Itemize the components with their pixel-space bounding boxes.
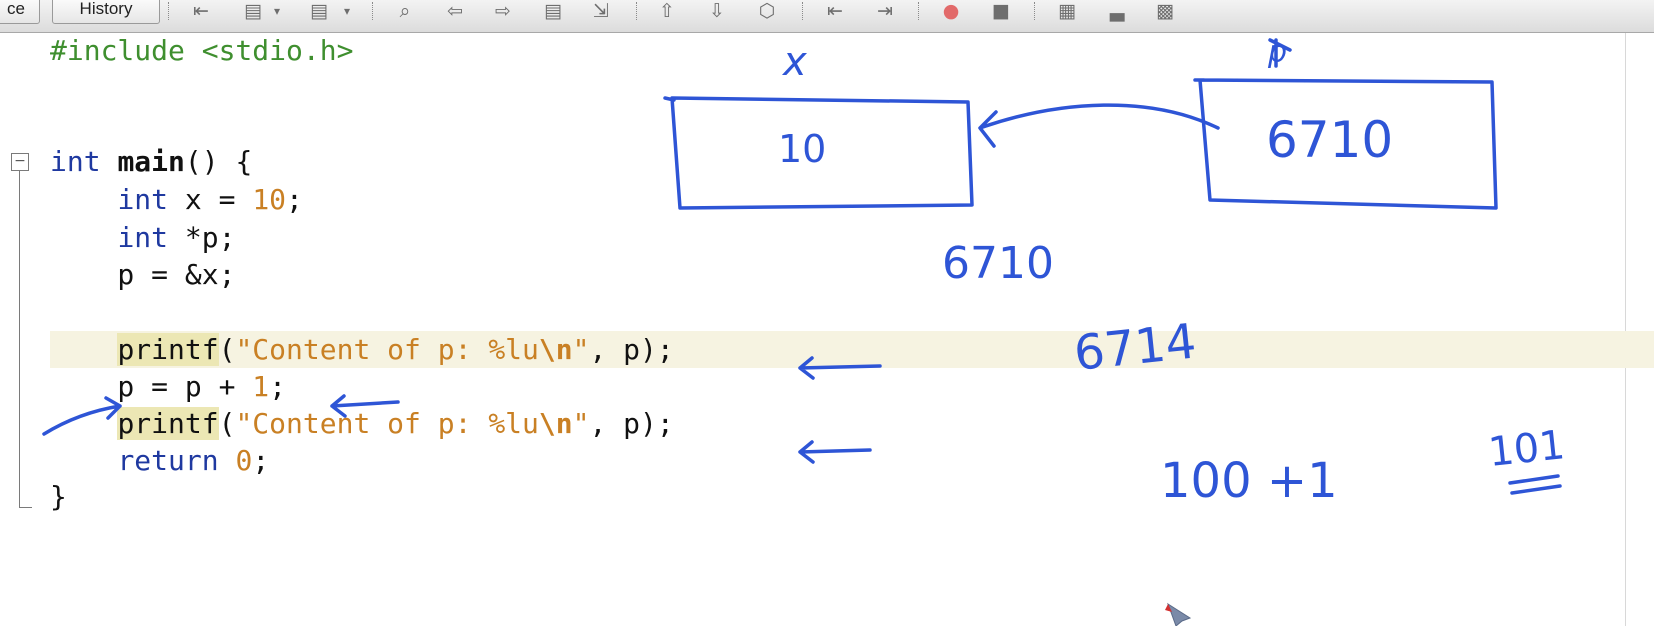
- code-token: int: [117, 183, 169, 216]
- box-p-value: 6710: [1266, 111, 1393, 169]
- memory-box-x: [663, 96, 974, 210]
- find-previous-icon[interactable]: ⇦: [447, 0, 463, 22]
- code-token: p = p +: [50, 370, 253, 403]
- result-underline: [1508, 474, 1562, 495]
- code-token: , p);: [589, 407, 674, 440]
- code-line-10: p = p + 1;: [50, 368, 286, 405]
- code-token: *p;: [168, 221, 236, 254]
- code-token: \n: [538, 407, 573, 440]
- code-token: 0: [235, 444, 253, 477]
- sum-note: 100 +1: [1160, 453, 1338, 509]
- code-token: "Content of p: %lu: [235, 407, 539, 440]
- fold-guide-end: [19, 507, 32, 508]
- toolbar-separator: [918, 2, 919, 20]
- toolbar-separator: [802, 2, 803, 20]
- code-token: }: [50, 480, 67, 513]
- code-line-13: }: [50, 478, 67, 515]
- code-token: \n: [538, 333, 573, 366]
- toolbar-separator: [168, 2, 169, 20]
- fold-toggle-icon[interactable]: −: [11, 153, 29, 171]
- code-line-6: int *p;: [50, 219, 235, 256]
- code-token: , p);: [589, 333, 674, 366]
- shift-right-icon[interactable]: ⇥: [877, 0, 893, 22]
- arrow-line-9: [798, 356, 882, 380]
- toggle-rect-select-icon[interactable]: ⇲: [593, 0, 609, 22]
- editor-toolbar: ce History ⇤ ▤ ▾ ▤ ▾ ⌕ ⇦ ⇨ ▤ ⇲ ⇧ ⇩ ⬡ ⇤ ⇥…: [0, 0, 1654, 33]
- mouse-cursor-icon: [1165, 602, 1192, 626]
- tab-history[interactable]: History: [52, 0, 160, 24]
- code-token: (: [218, 333, 236, 366]
- code-token: 1: [252, 370, 270, 403]
- shift-left-icon[interactable]: ⇤: [827, 0, 843, 22]
- arrow-into-line-10: [42, 396, 122, 436]
- result-note: 101: [1486, 422, 1567, 476]
- last-edit-dropdown-icon[interactable]: ▾: [343, 4, 351, 18]
- toolbar-separator: [372, 2, 373, 20]
- code-token: ;: [286, 183, 303, 216]
- arrow-line-11: [798, 440, 872, 464]
- right-margin-guide: [1625, 33, 1626, 626]
- label-p: p: [1267, 35, 1287, 70]
- code-token: ;: [252, 444, 270, 477]
- uncomment-icon[interactable]: ▃: [1109, 0, 1125, 22]
- code-token: p = &x;: [50, 258, 236, 291]
- code-line-12: return 0;: [50, 442, 269, 479]
- toolbar-separator: [1034, 2, 1035, 20]
- code-token: (: [218, 407, 236, 440]
- code-token: "Content of p: %lu: [235, 333, 539, 366]
- find-next-icon[interactable]: ⇨: [495, 0, 511, 22]
- previous-bookmark-icon[interactable]: ⇧: [659, 0, 675, 22]
- code-token: main: [117, 145, 185, 178]
- toggle-bookmark-icon[interactable]: ⬡: [758, 0, 776, 22]
- back-icon[interactable]: ⇤: [193, 0, 209, 22]
- find-icon[interactable]: ⌕: [399, 0, 411, 22]
- code-token: #include <stdio.h>: [50, 34, 354, 67]
- code-token: ;: [269, 370, 287, 403]
- comment-icon[interactable]: ▦: [1058, 0, 1076, 22]
- memory-box-p: [1193, 78, 1498, 210]
- code-token: printf: [117, 333, 219, 366]
- code-token: x =: [168, 183, 253, 216]
- forward-dropdown-icon[interactable]: ▾: [273, 4, 281, 18]
- last-edit-icon[interactable]: ▤: [310, 0, 328, 22]
- label-p-stem: [1268, 38, 1292, 68]
- code-line-9: printf("Content of p: %lu\n", p);: [50, 331, 674, 368]
- code-token: int: [117, 221, 169, 254]
- code-token: () {: [184, 145, 253, 178]
- label-x: x: [781, 39, 807, 85]
- code-line-1: #include <stdio.h>: [50, 32, 353, 69]
- current-line-highlight: [50, 331, 1654, 368]
- address-x: 6710: [942, 238, 1054, 289]
- code-token: ": [572, 333, 590, 366]
- code-token: 10: [252, 183, 287, 216]
- toggle-highlight-icon[interactable]: ▤: [544, 0, 562, 22]
- code-line-4: int main() {: [50, 143, 252, 180]
- tab-source[interactable]: ce: [0, 0, 40, 24]
- next-bookmark-icon[interactable]: ⇩: [709, 0, 725, 22]
- code-line-5: int x = 10;: [50, 181, 303, 218]
- code-token: printf: [117, 407, 219, 440]
- start-macro-icon[interactable]: ●: [942, 0, 960, 22]
- toolbar-separator: [636, 2, 637, 20]
- arrow-line-10: [330, 394, 400, 418]
- address-next: 6714: [1071, 313, 1198, 381]
- code-line-11: printf("Content of p: %lu\n", p);: [50, 405, 674, 442]
- pointer-arrow-p-to-x: [978, 103, 1220, 148]
- code-line-7: p = &x;: [50, 256, 235, 293]
- code-token: ": [572, 407, 590, 440]
- forward-icon[interactable]: ▤: [244, 0, 262, 22]
- fold-guide: [19, 170, 20, 508]
- code-token: int: [50, 145, 118, 178]
- code-token: return: [117, 444, 219, 477]
- run-icon[interactable]: ▩: [1156, 0, 1174, 22]
- box-x-value: 10: [778, 127, 826, 171]
- stop-macro-icon[interactable]: ■: [992, 0, 1010, 22]
